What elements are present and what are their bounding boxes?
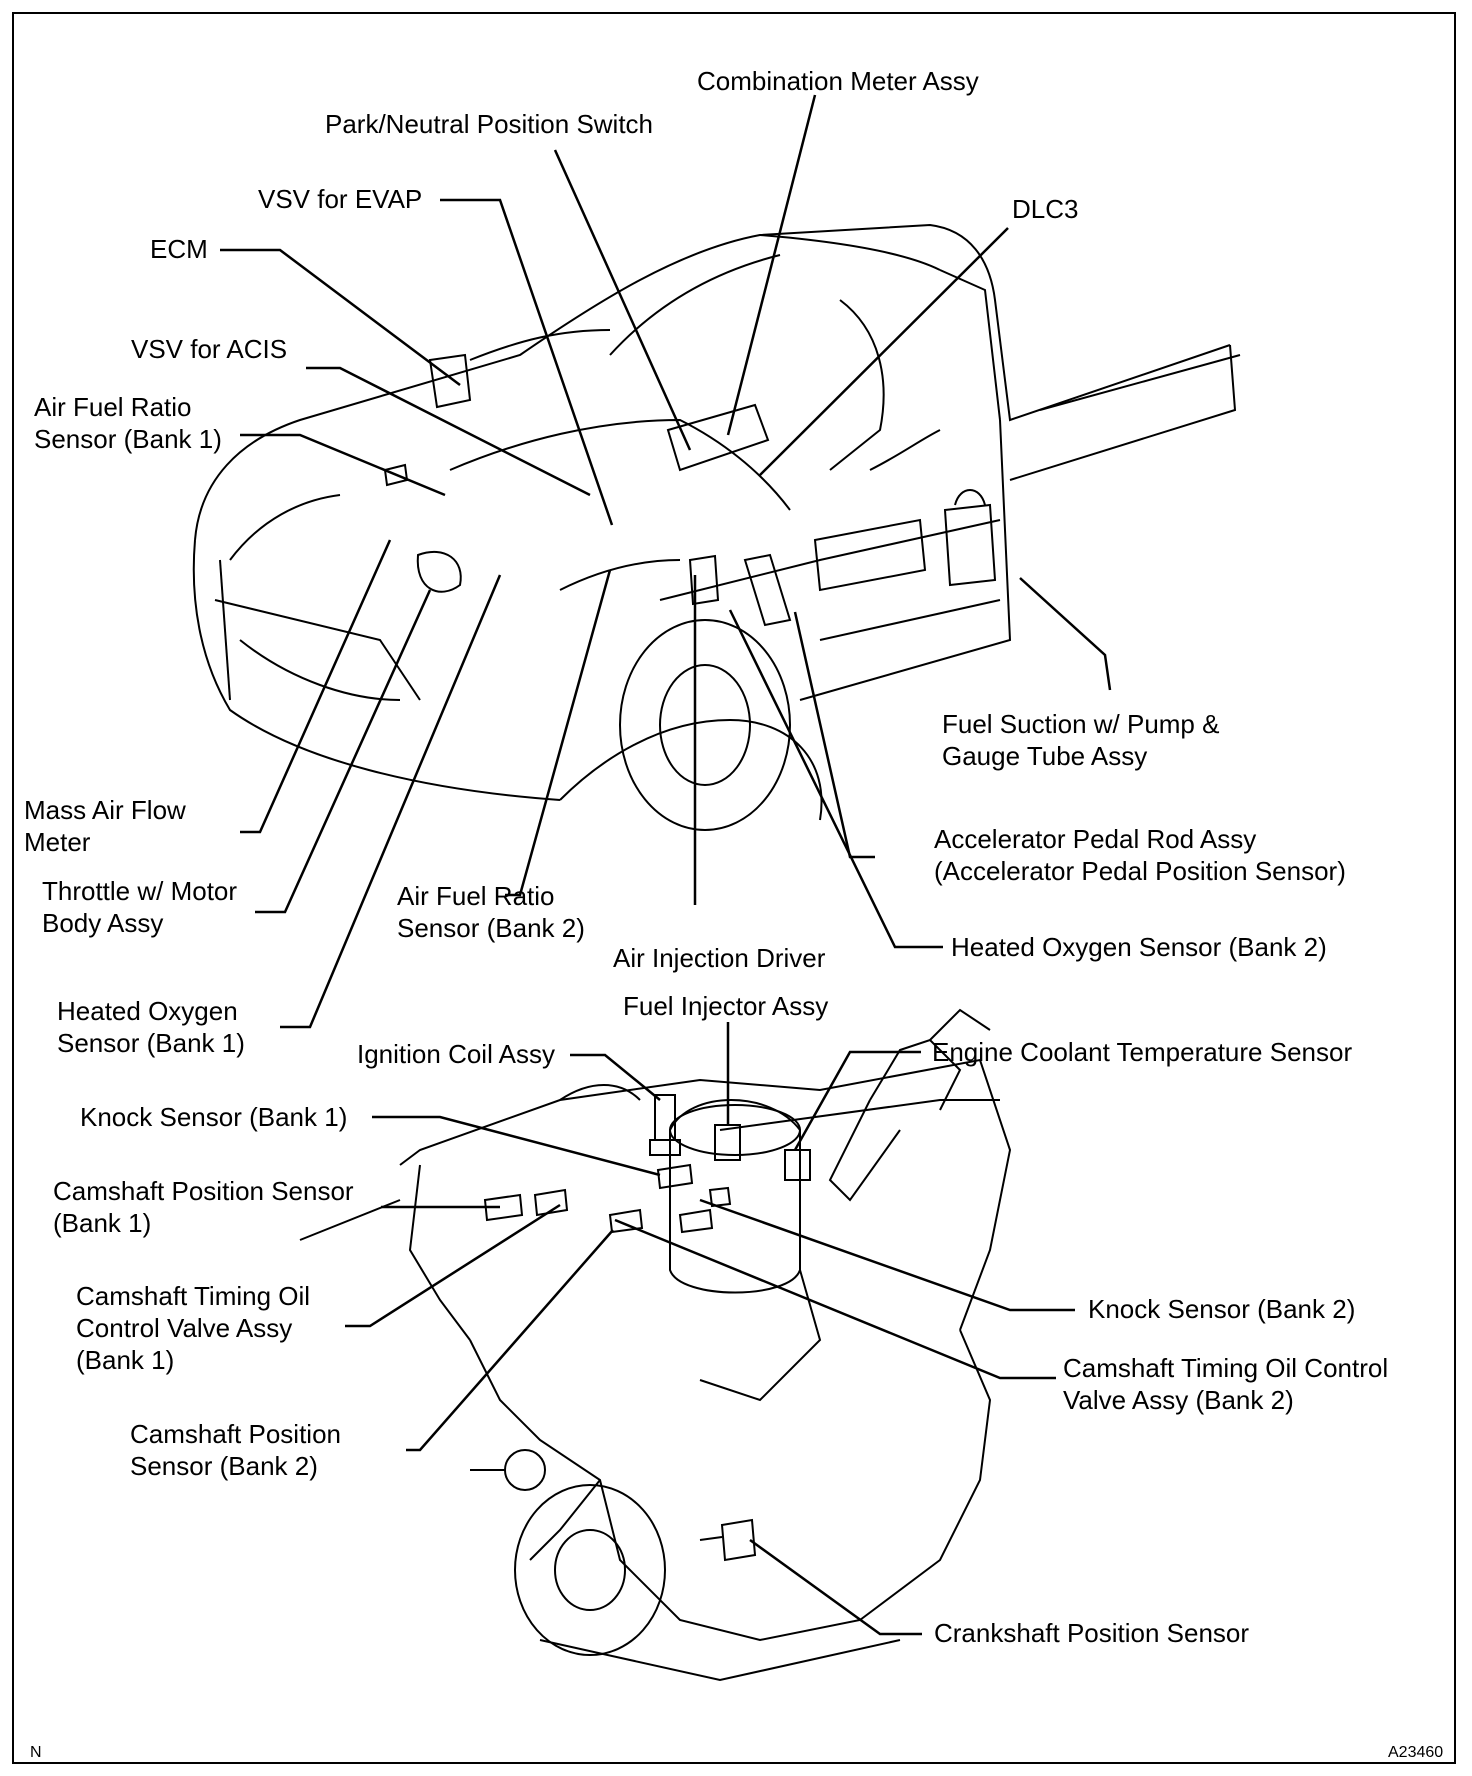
label-combination-meter: Combination Meter Assy xyxy=(697,66,979,96)
label-knock-sensor-bank1: Knock Sensor (Bank 1) xyxy=(80,1102,348,1132)
diagram-frame xyxy=(12,12,1456,1764)
label-accelerator-pedal: Accelerator Pedal Rod Assy(Accelerator P… xyxy=(934,824,1346,886)
leader-lines xyxy=(220,94,1112,1636)
label-heated-o2-bank2: Heated Oxygen Sensor (Bank 2) xyxy=(951,932,1327,962)
label-ecm: ECM xyxy=(150,234,208,264)
label-vsv-acis: VSV for ACIS xyxy=(131,334,288,364)
label-crankshaft-sensor: Crankshaft Position Sensor xyxy=(934,1618,1250,1648)
vehicle-outline xyxy=(192,223,1241,831)
label-knock-sensor-bank2: Knock Sensor (Bank 2) xyxy=(1088,1294,1356,1324)
footer-left-code: N xyxy=(30,1744,42,1761)
label-coolant-temp-sensor: Engine Coolant Temperature Sensor xyxy=(932,1037,1353,1067)
label-ignition-coil: Ignition Coil Assy xyxy=(357,1039,555,1069)
label-vsv-evap: VSV for EVAP xyxy=(258,184,423,214)
label-park-neutral-switch: Park/Neutral Position Switch xyxy=(325,109,654,139)
label-air-injection-driver: Air Injection Driver xyxy=(613,943,826,973)
label-dlc3: DLC3 xyxy=(1012,194,1079,224)
label-fuel-suction: Fuel Suction w/ Pump &Gauge Tube Assy xyxy=(942,709,1220,771)
label-fuel-injector: Fuel Injector Assy xyxy=(623,991,829,1021)
footer-figure-id: A23460 xyxy=(1388,1744,1444,1761)
engine-outline xyxy=(299,1008,1012,1682)
sensor-components xyxy=(483,1094,811,1562)
label-cam-pos-bank1: Camshaft Position Sensor(Bank 1) xyxy=(53,1176,354,1238)
